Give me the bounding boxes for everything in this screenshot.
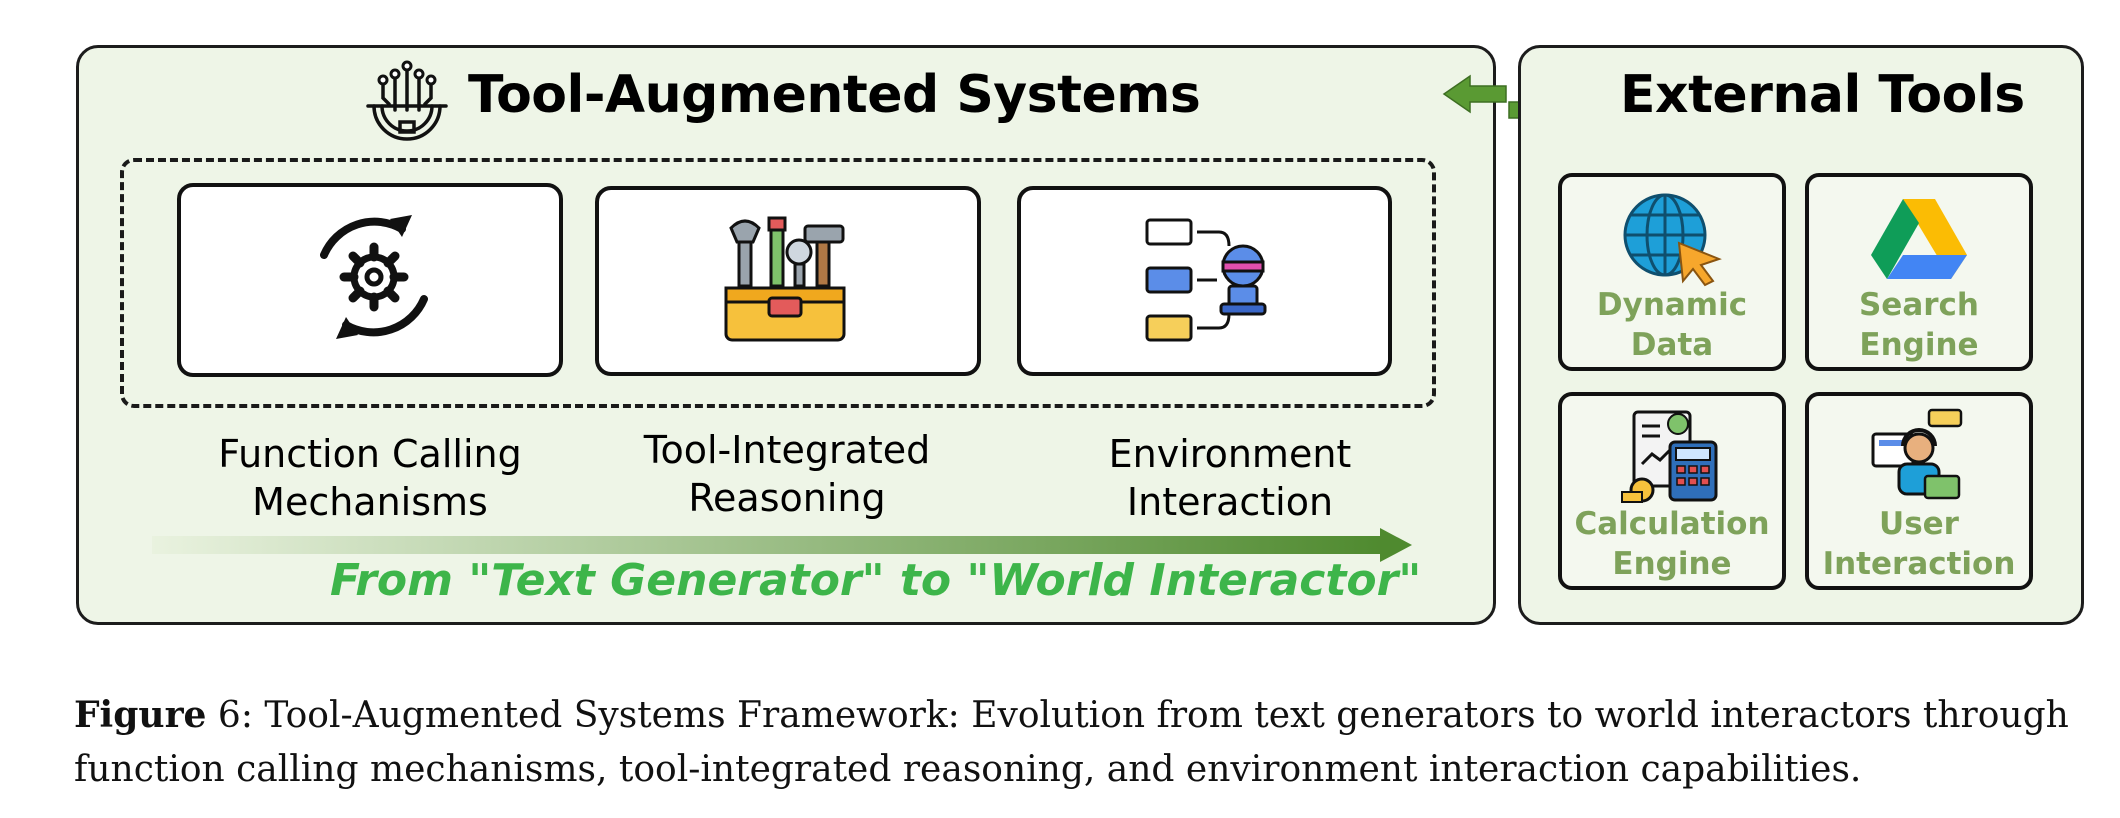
function-calling-card <box>177 183 563 377</box>
support-agent-icon <box>1871 408 1963 500</box>
evolution-tagline: From "Text Generator" to "World Interact… <box>330 555 1422 606</box>
caption-number: 6 <box>206 695 241 736</box>
drive-triangle-icon <box>1871 199 1967 279</box>
figure-caption: Figure 6: Tool-Augmented Systems Framewo… <box>74 688 2104 797</box>
globe-cursor-icon <box>1623 193 1722 287</box>
caption-text: : Tool-Augmented Systems Framework: Evol… <box>74 695 2069 790</box>
gear-cycle-icon <box>320 215 428 339</box>
toolbox-icon <box>724 216 846 342</box>
caption-label: Figure <box>74 694 207 736</box>
robot-flow-icon <box>1145 218 1267 342</box>
evolution-arrow <box>152 528 1412 562</box>
circuit-gear-icon <box>366 60 448 141</box>
panel-title: Tool-Augmented Systems <box>468 65 1201 125</box>
calculator-icon <box>1621 410 1718 503</box>
external-tools-title: External Tools <box>1620 65 2025 125</box>
stages-dashed-frame <box>120 158 1436 408</box>
environment-interaction-card <box>1017 186 1392 376</box>
tool-integrated-card <box>595 186 981 376</box>
